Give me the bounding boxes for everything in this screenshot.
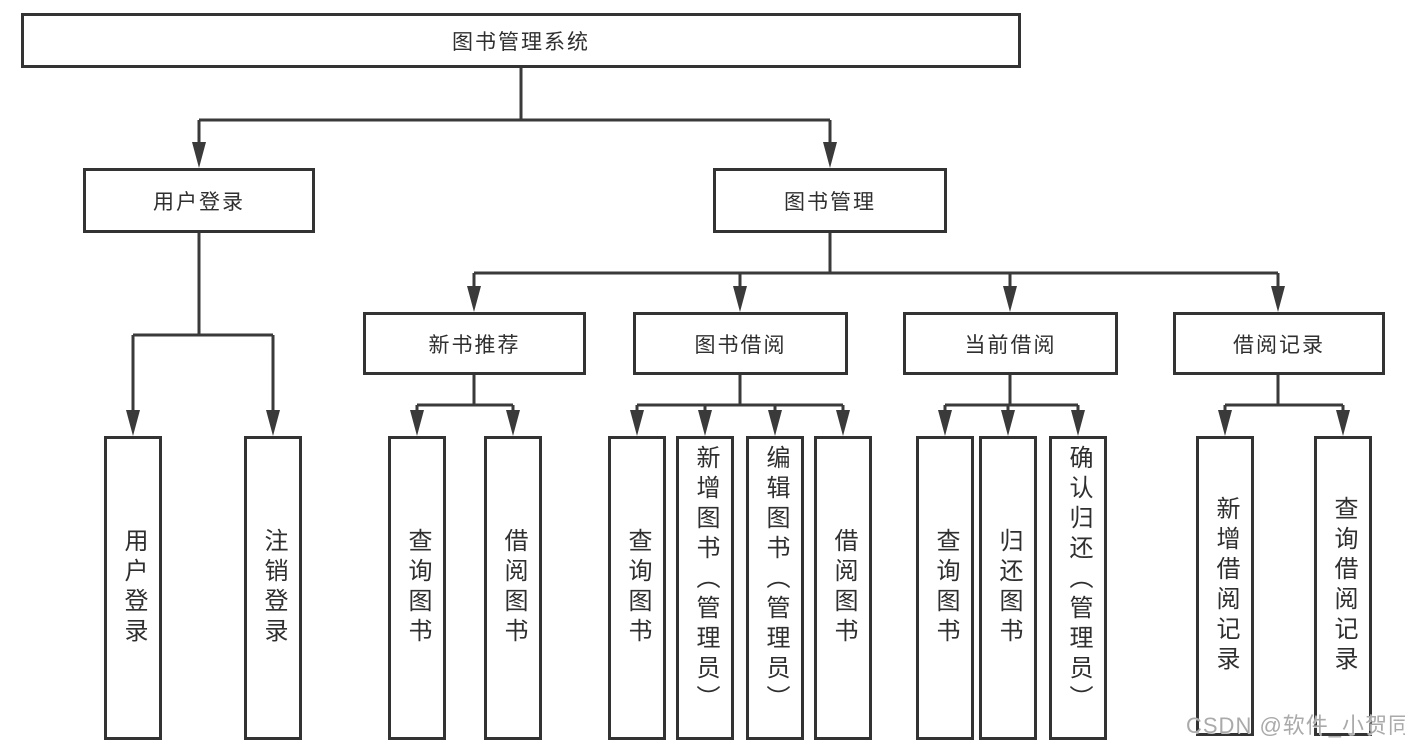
leaf-bb-query-books: 查询图书 xyxy=(608,436,666,740)
leaf-nb-borrow-books-label: 借阅图书 xyxy=(500,528,527,648)
leaf-nb-query-books-label: 查询图书 xyxy=(404,528,431,648)
watermark: CSDN @软件_小贺同学 xyxy=(1186,713,1405,738)
node-root: 图书管理系统 xyxy=(21,13,1021,68)
leaf-bb-edit-books-label: 编辑图书（管理员） xyxy=(762,445,789,715)
node-new-book-recommend-label: 新书推荐 xyxy=(428,333,521,357)
leaf-cb-query-books: 查询图书 xyxy=(916,436,974,740)
leaf-nb-borrow-books: 借阅图书 xyxy=(484,436,542,740)
node-new-book-recommend: 新书推荐 xyxy=(363,312,586,375)
node-current-borrow: 当前借阅 xyxy=(903,312,1118,375)
leaf-cb-return-books: 归还图书 xyxy=(979,436,1037,740)
leaf-br-add-record: 新增借阅记录 xyxy=(1196,436,1254,736)
leaf-nb-query-books: 查询图书 xyxy=(388,436,446,740)
node-borrow-record: 借阅记录 xyxy=(1173,312,1385,375)
node-book-borrow: 图书借阅 xyxy=(633,312,848,375)
leaf-user-login-label: 用户登录 xyxy=(120,528,147,648)
node-user-login: 用户登录 xyxy=(83,168,315,233)
node-root-label: 图书管理系统 xyxy=(452,30,590,54)
leaf-logout-label: 注销登录 xyxy=(260,528,287,648)
node-borrow-record-label: 借阅记录 xyxy=(1233,333,1325,357)
leaf-cb-confirm-return-label: 确认归还（管理员） xyxy=(1065,445,1092,715)
leaf-cb-confirm-return: 确认归还（管理员） xyxy=(1049,436,1107,740)
leaf-bb-edit-books: 编辑图书（管理员） xyxy=(746,436,804,740)
node-current-borrow-label: 当前借阅 xyxy=(964,333,1057,357)
leaf-cb-return-books-label: 归还图书 xyxy=(995,528,1022,648)
node-book-borrow-label: 图书借阅 xyxy=(694,333,787,357)
leaf-br-add-record-label: 新增借阅记录 xyxy=(1212,496,1239,676)
leaf-bb-query-books-label: 查询图书 xyxy=(624,528,651,648)
node-user-login-label: 用户登录 xyxy=(153,190,245,214)
node-book-management: 图书管理 xyxy=(713,168,947,233)
node-book-management-label: 图书管理 xyxy=(784,190,876,214)
leaf-logout: 注销登录 xyxy=(244,436,302,740)
leaf-br-query-record-label: 查询借阅记录 xyxy=(1330,496,1357,676)
leaf-bb-add-books: 新增图书（管理员） xyxy=(676,436,734,740)
leaf-bb-borrow-books: 借阅图书 xyxy=(814,436,872,740)
leaf-br-query-record: 查询借阅记录 xyxy=(1314,436,1372,736)
leaf-user-login: 用户登录 xyxy=(104,436,162,740)
leaf-bb-borrow-books-label: 借阅图书 xyxy=(830,528,857,648)
leaf-bb-add-books-label: 新增图书（管理员） xyxy=(692,445,719,715)
leaf-cb-query-books-label: 查询图书 xyxy=(932,528,959,648)
